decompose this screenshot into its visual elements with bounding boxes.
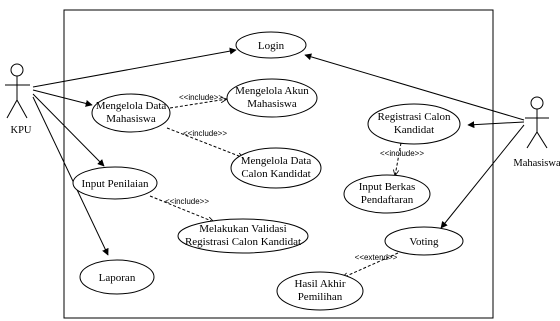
usecase-mengelola-data-mahasiswa-line-1: Mengelola Data	[96, 100, 167, 112]
usecase-hasil-akhir-pemilihan: Hasil Akhir Pemilihan	[276, 271, 364, 311]
usecase-login-label: Login	[258, 40, 285, 52]
assoc-kpu-input-penilaian	[32, 93, 105, 167]
assoc-mahasiswa-voting	[440, 124, 525, 229]
assoc-mahasiswa-login	[304, 53, 525, 121]
include-data-calon-kandidat	[166, 127, 244, 158]
actor-mahasiswa: Mahasiswa	[513, 96, 560, 169]
usecase-input-berkas-pendaftaran: Input Berkas Pendaftaran	[343, 174, 431, 214]
usecase-melakukan-validasi-line-2: Registrasi Calon Kandidat	[185, 236, 301, 248]
usecase-mengelola-akun-mahasiswa-line-2: Mahasiswa	[247, 98, 297, 110]
assoc-kpu-login	[32, 47, 237, 88]
usecase-input-berkas-pendaftaran-line-2: Pendaftaran	[361, 194, 414, 206]
usecase-melakukan-validasi: Melakukan Validasi Registrasi Calon Kand…	[177, 218, 309, 254]
include-validasi	[149, 195, 214, 222]
extend-hasil-akhir	[342, 252, 399, 279]
usecase-mengelola-data-calon-kandidat: Mengelola Data Calon Kandidat	[230, 147, 322, 189]
usecase-laporan: Laporan	[79, 259, 155, 295]
extend-label: <<extend>>	[355, 253, 398, 262]
usecase-mengelola-data-calon-kandidat-line-2: Calon Kandidat	[241, 168, 310, 180]
usecase-login: Login	[235, 31, 307, 59]
usecase-input-berkas-pendaftaran-line-1: Input Berkas	[359, 181, 416, 193]
usecase-mengelola-data-mahasiswa-line-2: Mahasiswa	[106, 113, 156, 125]
usecase-voting: Voting	[384, 226, 464, 256]
include-label-3: <<include>>	[165, 197, 209, 206]
usecase-mengelola-akun-mahasiswa-line-1: Mengelola Akun	[235, 85, 309, 97]
usecase-melakukan-validasi-line-1: Melakukan Validasi	[199, 223, 286, 235]
usecase-voting-label: Voting	[409, 236, 439, 248]
include-label-4: <<include>>	[380, 149, 424, 158]
actor-kpu-label: KPU	[10, 125, 31, 136]
usecase-mengelola-data-mahasiswa: Mengelola Data Mahasiswa	[91, 93, 171, 133]
actor-mahasiswa-label: Mahasiswa	[513, 158, 560, 169]
include-label-2: <<include>>	[183, 129, 227, 138]
usecase-hasil-akhir-pemilihan-line-2: Pemilihan	[298, 291, 343, 303]
usecase-registrasi-calon-kandidat-line-2: Kandidat	[394, 124, 434, 136]
assoc-kpu-mengelola-data-mahasiswa	[32, 89, 93, 107]
assoc-mahasiswa-registrasi	[467, 121, 525, 129]
usecase-laporan-label: Laporan	[99, 272, 136, 284]
include-input-berkas	[395, 142, 402, 176]
include-label-1: <<include>>	[179, 93, 223, 102]
usecase-input-penilaian-label: Input Penilaian	[82, 178, 149, 190]
assoc-kpu-laporan	[32, 96, 109, 256]
usecase-mengelola-akun-mahasiswa: Mengelola Akun Mahasiswa	[226, 78, 318, 118]
usecase-mengelola-data-calon-kandidat-line-1: Mengelola Data	[241, 155, 312, 167]
usecase-hasil-akhir-pemilihan-line-1: Hasil Akhir	[294, 278, 345, 290]
usecase-registrasi-calon-kandidat-line-1: Registrasi Calon	[377, 111, 451, 123]
usecase-input-penilaian: Input Penilaian	[72, 166, 158, 200]
usecase-registrasi-calon-kandidat: Registrasi Calon Kandidat	[367, 103, 461, 145]
actor-kpu: KPU	[5, 63, 32, 136]
